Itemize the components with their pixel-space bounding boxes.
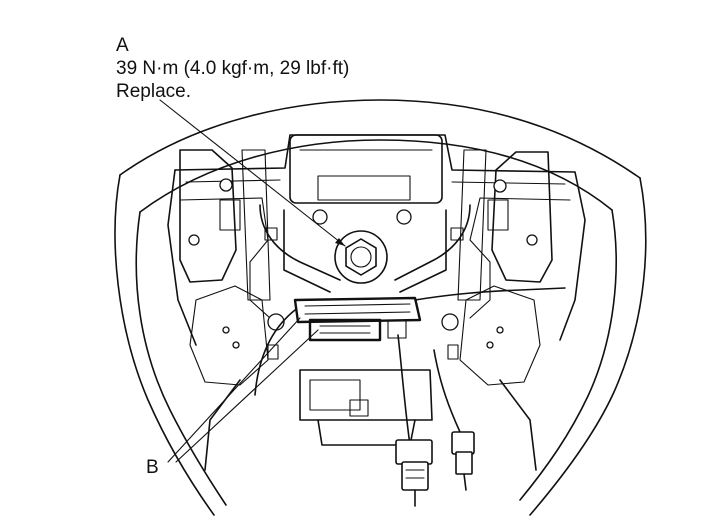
column-cover (299, 369, 433, 446)
left-switch-panel (179, 149, 279, 386)
connector-left (395, 439, 433, 507)
callout-a-letter: A (116, 35, 129, 56)
callout-a-note: Replace. (116, 81, 191, 102)
airbag-cavity (259, 134, 471, 293)
right-switch-panel (447, 149, 553, 386)
callout-a-torque: 39 N·m (4.0 kgf·m, 29 lbf·ft) (116, 58, 350, 79)
steering-wheel-rim (114, 99, 647, 516)
callout-a: A 39 N·m (4.0 kgf·m, 29 lbf·ft) Replace. (116, 34, 349, 103)
mounting-holes (188, 178, 538, 349)
connector-right (451, 431, 475, 491)
callout-b-letter: B (146, 457, 159, 478)
leader-line-b (167, 317, 319, 463)
callout-b: B (146, 456, 159, 479)
wire-harness (254, 287, 566, 446)
steering-wheel-nut (334, 230, 388, 284)
leader-line-a (159, 99, 346, 247)
